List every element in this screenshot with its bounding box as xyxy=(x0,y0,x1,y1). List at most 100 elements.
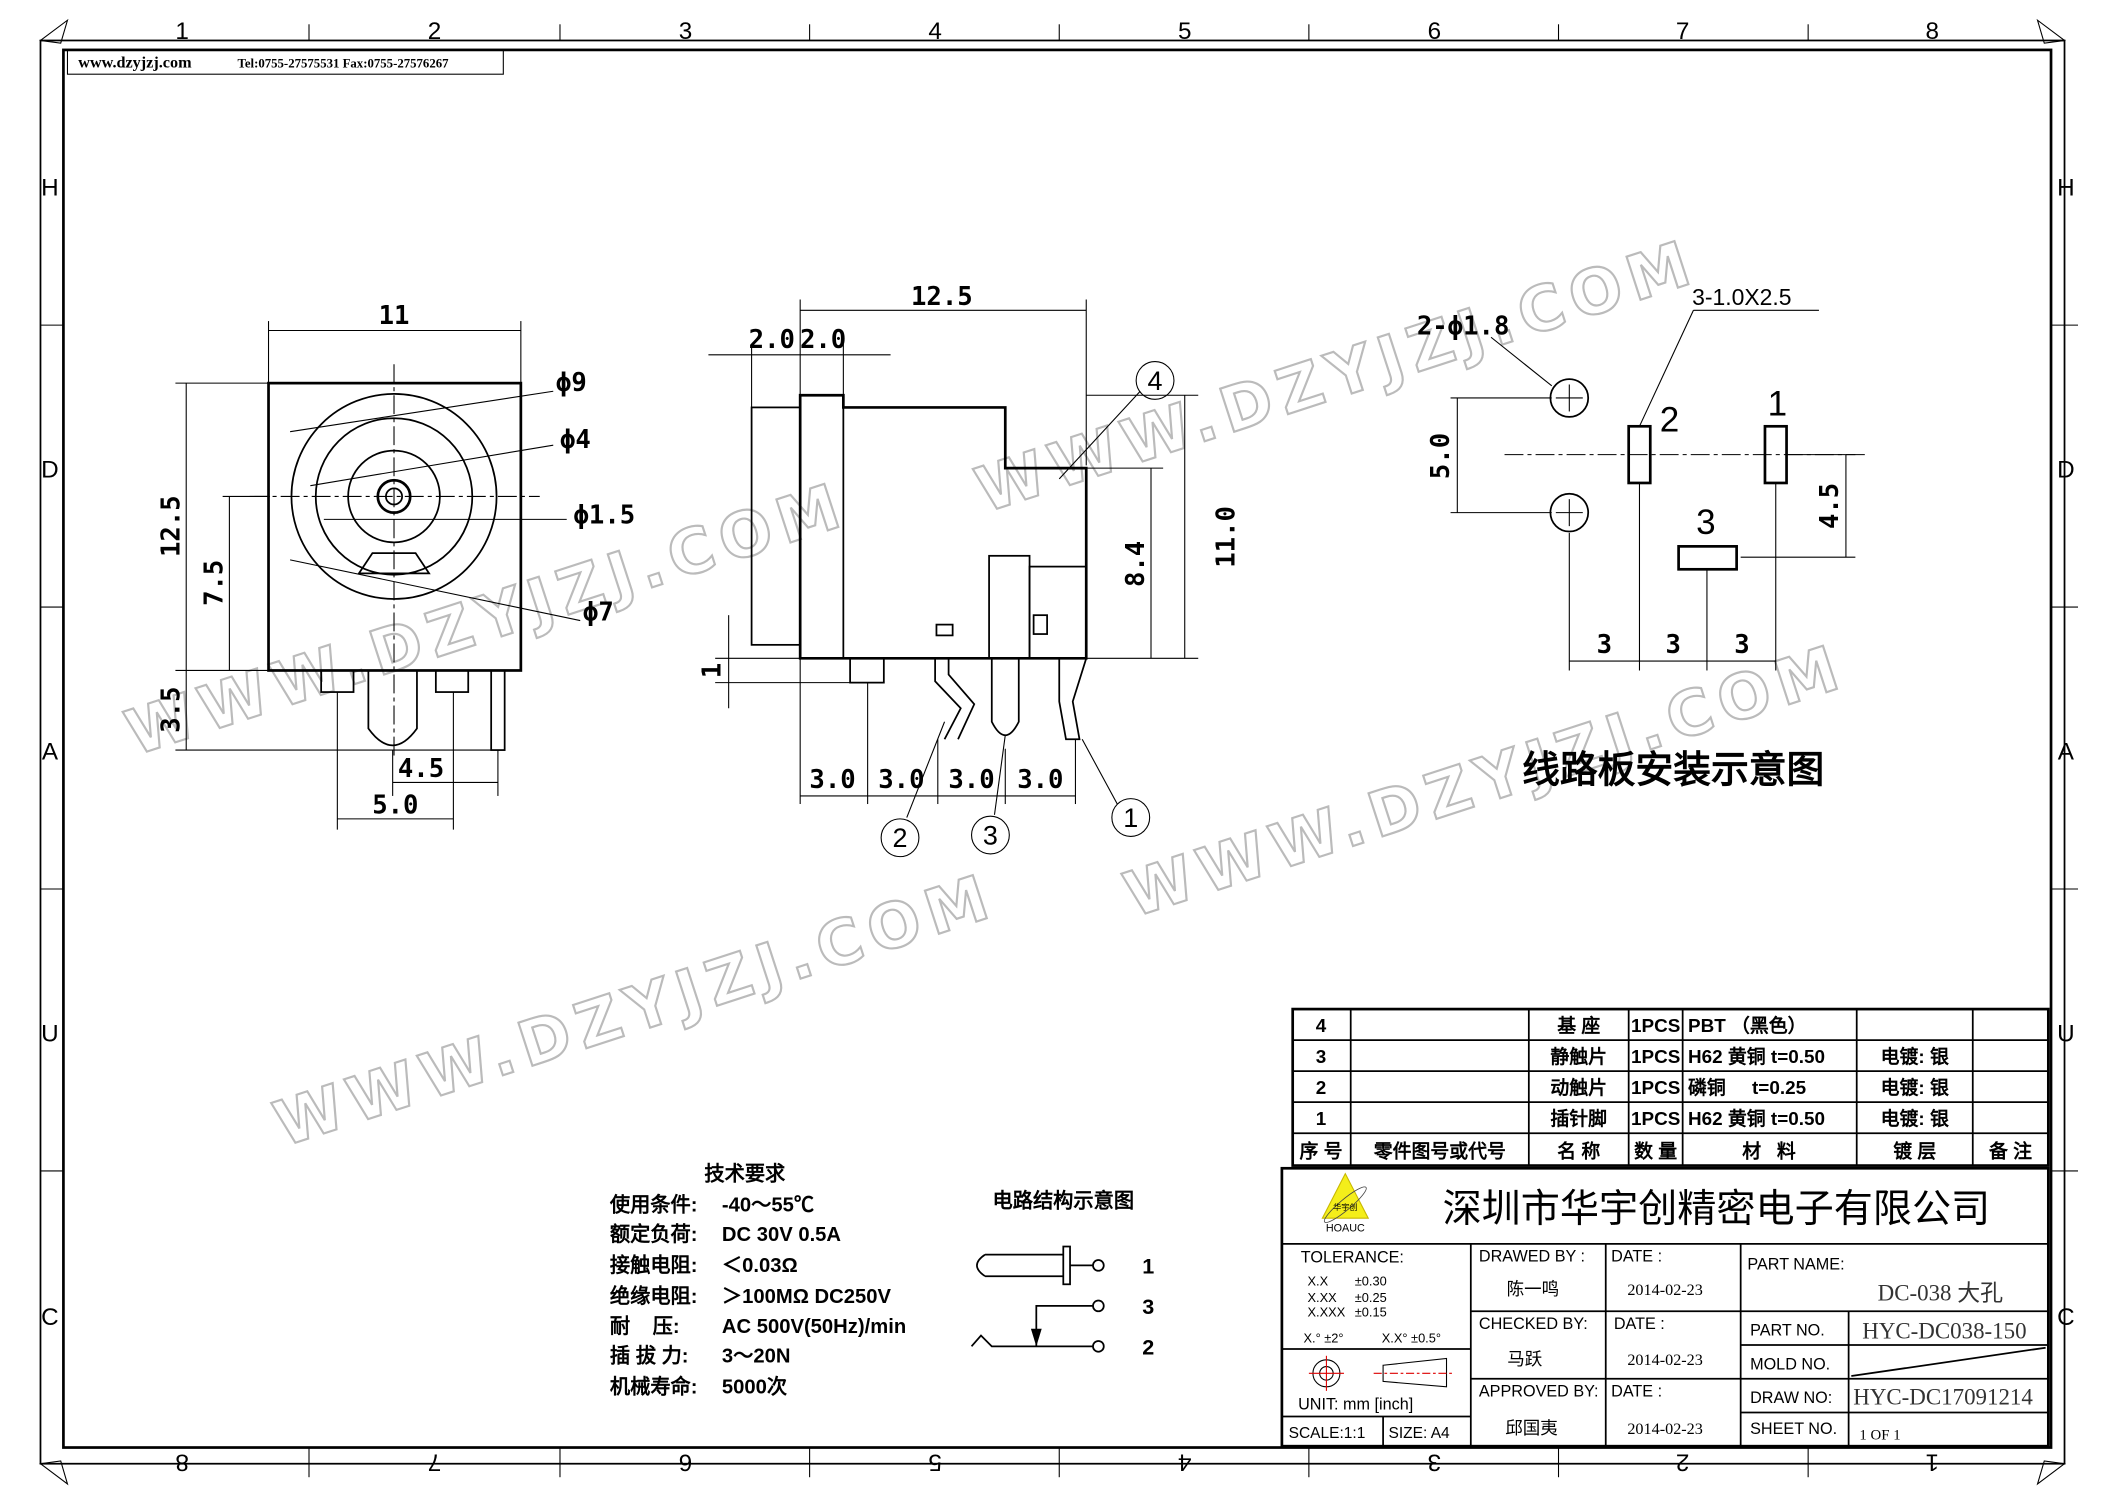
bom-qty: 1PCS xyxy=(1631,1016,1680,1037)
bom-header: 数 量 xyxy=(1634,1139,1677,1162)
pcb-layout: 2-ϕ1.8 3-1.0X2.5 5.0 4.5 3 3 3 2 1 3 线路板… xyxy=(1417,284,1869,791)
dimension-8-4: 8.4 xyxy=(1121,541,1151,587)
dimension-pitch: 3.0 xyxy=(1017,765,1063,795)
column-label: 6 xyxy=(679,1448,693,1475)
watermark: WWW.DZYJZJ.COM xyxy=(117,468,856,770)
callout-1: 1 xyxy=(1123,803,1138,833)
bom-row: 1 插针脚 1PCS H62 黄铜 t=0.50 电镀: 银 xyxy=(1316,1107,1949,1130)
column-label: 4 xyxy=(1178,1448,1192,1475)
pin-label: 2 xyxy=(1660,401,1680,440)
column-label: 3 xyxy=(679,18,693,45)
req-label: 使用条件: xyxy=(609,1192,698,1216)
dimension-pitch: 3 xyxy=(1597,630,1612,660)
dimension-pitch: 3 xyxy=(1734,630,1749,660)
column-label: 2 xyxy=(428,18,442,45)
dimension-pitch-5-0: 5.0 xyxy=(372,790,418,820)
company-name: 深圳市华宇创精密电子有限公司 xyxy=(1443,1188,1991,1231)
tolerance-value: ±0.15 xyxy=(1355,1305,1387,1320)
logo-cn-text: 华宇创 xyxy=(1333,1202,1357,1212)
draw-no: HYC-DC17091214 xyxy=(1853,1384,2033,1409)
bom-name: 插针脚 xyxy=(1550,1107,1607,1130)
website-url: www.dzyjzj.com xyxy=(78,53,192,71)
dimension-phi9: ϕ9 xyxy=(556,368,587,398)
checked-date: 2014-02-23 xyxy=(1627,1351,1703,1369)
bom-row: 3 静触片 1PCS H62 黄铜 t=0.50 电镀: 银 xyxy=(1316,1045,1949,1068)
req-label: 插 拔 力: xyxy=(610,1344,689,1368)
sheet-no-label: SHEET NO. xyxy=(1750,1420,1837,1438)
req-label: 额定负荷: xyxy=(610,1222,698,1246)
row-label: D xyxy=(2057,457,2075,484)
row-label: H xyxy=(41,175,59,202)
dimension-pitch-4-5: 4.5 xyxy=(398,754,444,784)
tolerance-value: ±0.25 xyxy=(1355,1290,1387,1305)
bom-header: 材 料 xyxy=(1742,1139,1796,1162)
part-no: HYC-DC038-150 xyxy=(1862,1318,2026,1343)
date-label: DATE : xyxy=(1614,1315,1665,1333)
dimension-11-0: 11.0 xyxy=(1212,506,1242,568)
dimension-flange: 2.0 xyxy=(749,325,795,355)
column-label: 6 xyxy=(1428,18,1442,45)
column-label: 1 xyxy=(175,18,189,45)
dimension-phi7: ϕ7 xyxy=(583,598,614,628)
bom-name: 基 座 xyxy=(1557,1014,1600,1037)
column-label: 8 xyxy=(175,1448,189,1475)
bom-name: 静触片 xyxy=(1550,1045,1607,1068)
row-label: C xyxy=(2057,1304,2075,1331)
tolerance-label: TOLERANCE: xyxy=(1301,1249,1404,1267)
tolerance-key: X.XXX xyxy=(1308,1305,1346,1320)
column-label: 8 xyxy=(1926,18,1940,45)
bom-name: 动触片 xyxy=(1550,1076,1607,1099)
dimension-phi1-5: ϕ1.5 xyxy=(573,500,635,530)
callout-4: 4 xyxy=(1148,366,1163,396)
dimension-phi4: ϕ4 xyxy=(560,425,591,455)
tech-requirements: 技术要求 使用条件: -40～55℃ 额定负荷: DC 30V 0.5A 接触电… xyxy=(609,1161,906,1398)
date-label: DATE : xyxy=(1611,1247,1662,1265)
watermark: WWW.DZYJZJ.COM xyxy=(967,225,1706,527)
req-value: 3～20N xyxy=(722,1346,791,1368)
dimension-pitch: 3.0 xyxy=(809,765,855,795)
contact-info: Tel:0755-27575531 Fax:0755-27576267 xyxy=(237,56,449,70)
part-no-label: PART NO. xyxy=(1750,1322,1825,1340)
approved-by-label: APPROVED BY: xyxy=(1479,1382,1599,1400)
drawed-by-name: 陈一鸣 xyxy=(1507,1279,1560,1299)
website-header: www.dzyjzj.com Tel:0755-27575531 Fax:075… xyxy=(66,49,504,75)
bom-qty: 1PCS xyxy=(1631,1078,1680,1099)
callout-3: 3 xyxy=(983,821,998,851)
drawed-date: 2014-02-23 xyxy=(1627,1281,1703,1299)
mold-no-label: MOLD NO. xyxy=(1750,1355,1830,1373)
column-label: 7 xyxy=(428,1448,442,1475)
slot-spec: 3-1.0X2.5 xyxy=(1692,284,1791,310)
req-label: 绝缘电阻: xyxy=(610,1284,698,1308)
watermark: WWW.DZYJZJ.COM xyxy=(265,859,1004,1161)
bom-header: 名 称 xyxy=(1557,1139,1600,1162)
bom-row: 4 基 座 1PCS PBT （黑色） xyxy=(1316,1014,1807,1037)
column-label: 5 xyxy=(1178,18,1192,45)
req-value: 5000次 xyxy=(722,1375,788,1399)
row-label: A xyxy=(42,739,59,766)
row-label: U xyxy=(2057,1020,2075,1047)
bom-qty: 1PCS xyxy=(1631,1109,1680,1130)
column-label: 5 xyxy=(928,1448,942,1475)
dimension-pitch: 3.0 xyxy=(878,765,924,795)
bom-header: 零件图号或代号 xyxy=(1373,1139,1506,1162)
bom-no: 1 xyxy=(1316,1109,1327,1130)
req-value: -40～55℃ xyxy=(722,1194,814,1216)
bom-header: 镀 层 xyxy=(1893,1139,1936,1162)
part-name-label: PART NAME: xyxy=(1747,1255,1844,1273)
dimension-pin-length: 3.5 xyxy=(156,686,186,732)
bom-qty: 1PCS xyxy=(1631,1047,1680,1068)
circuit-pin-1: 1 xyxy=(1142,1254,1154,1279)
row-label: H xyxy=(2057,175,2075,202)
title-block: 华宇创 HOAUC 深圳市华宇创精密电子有限公司 TOLERANCE: X.X … xyxy=(1280,1166,2050,1448)
bom-no: 4 xyxy=(1316,1016,1327,1037)
column-label: 7 xyxy=(1676,18,1690,45)
bom-material: PBT （黑色） xyxy=(1688,1014,1807,1037)
column-label: 4 xyxy=(928,18,942,45)
dimension-height: 12.5 xyxy=(156,495,186,557)
dimension-length: 12.5 xyxy=(911,282,973,312)
req-label: 机械寿命: xyxy=(610,1375,698,1399)
circuit-title: 电路结构示意图 xyxy=(993,1188,1135,1212)
bom-header-row: 序 号 零件图号或代号 名 称 数 量 材 料 镀 层 备 注 xyxy=(1300,1139,2033,1162)
dimension-gap: 1 xyxy=(698,663,728,678)
